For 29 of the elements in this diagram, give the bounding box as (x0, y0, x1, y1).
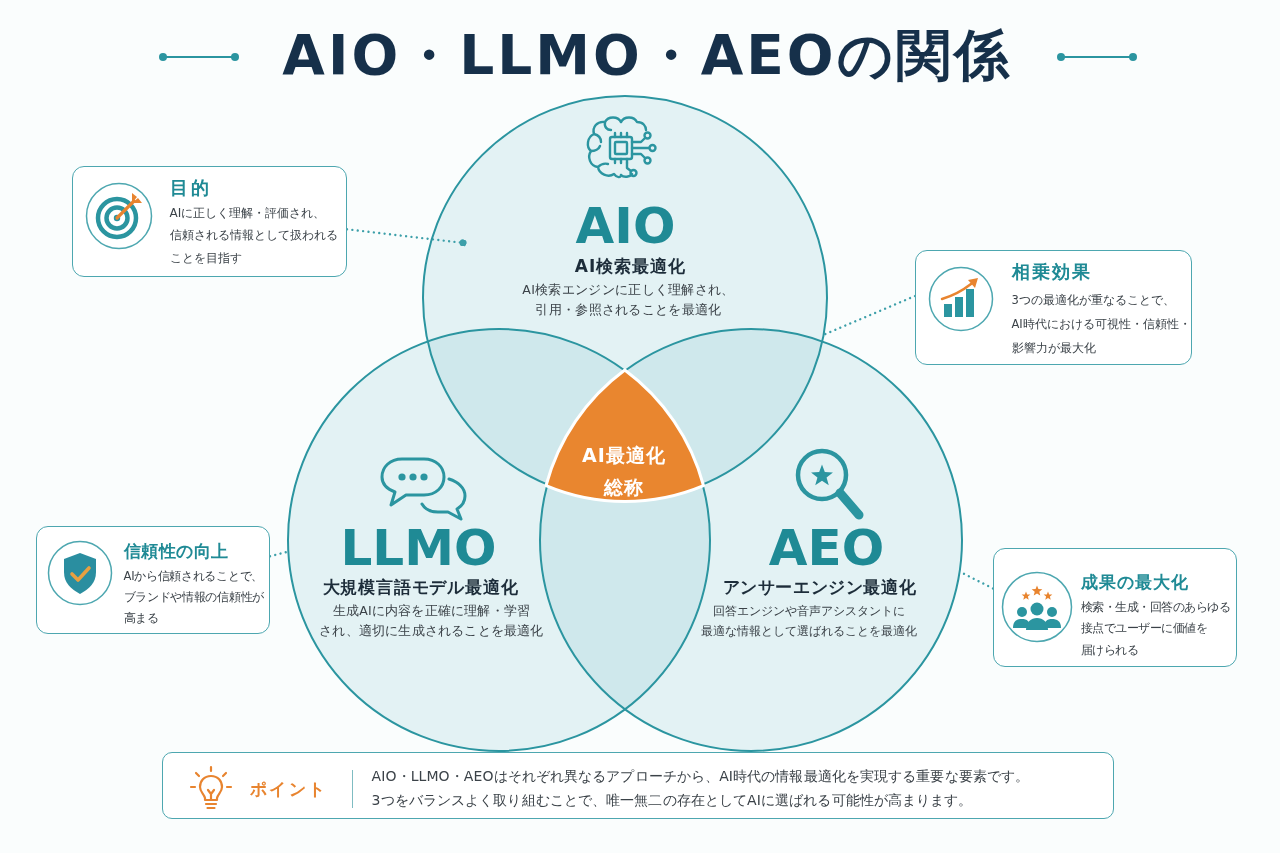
leader-line (345, 228, 467, 247)
circle-subtitle: AI検索最適化 (574, 254, 687, 277)
info-card (36, 526, 270, 634)
circle-subtitle: アンサーエンジン最適化 (722, 575, 917, 598)
note-text: AIO・LLMO・AEOはそれぞれ異なるアプローチから、AI時代の情報最適化を実現する重要な要素です。3つをバランスよく取り組むことで、唯一無二の存在としてAIに選ばれる可能性が高まります。 (371, 766, 1030, 810)
leader-line (823, 294, 917, 336)
leader-line (268, 550, 289, 558)
note-box (162, 752, 1114, 819)
card-text: 検索・生成・回答のあらゆる接点でユーザーに価値を届けられる (1080, 598, 1230, 659)
card-heading: 目的 (169, 176, 212, 199)
card-text: 3つの最適化が重なることで、AI時代における可視性・信頼性・影響力が最大化 (1011, 291, 1191, 357)
info-card (72, 166, 347, 277)
circle-subtitle: 大規模言語モデル最適化 (322, 575, 519, 598)
note-heading: ポイント (249, 777, 328, 801)
card-heading: 相乗効果 (1011, 260, 1092, 283)
card-heading: 成果の最大化 (1080, 570, 1189, 593)
card-text: AIに正しく理解・評価され、信頼される情報として扱われることを目指す (169, 204, 338, 267)
info-card (915, 250, 1192, 365)
circle-description: 生成AIに内容を正確に理解・学習され、適切に生成されることを最適化 (319, 601, 544, 640)
card-text: AIから信頼されることで、ブランドや情報の信頼性が高まる (123, 567, 264, 627)
circle-title: LLMO (340, 519, 497, 576)
info-card (993, 548, 1237, 667)
region-label: AI最適化総称 (582, 443, 666, 500)
card-heading: 信頼性の向上 (123, 539, 230, 562)
circle-title: AIO (575, 197, 676, 254)
circle-description: AI検索エンジンに正しく理解され、引用・参照されることを最適化 (522, 280, 735, 319)
title: AIO・LLMO・AEOの関係 (282, 24, 1012, 86)
circle-description: 回答エンジンや音声アシスタントに最適な情報として選ばれることを最適化 (700, 602, 917, 640)
circle-title: AEO (768, 519, 885, 576)
